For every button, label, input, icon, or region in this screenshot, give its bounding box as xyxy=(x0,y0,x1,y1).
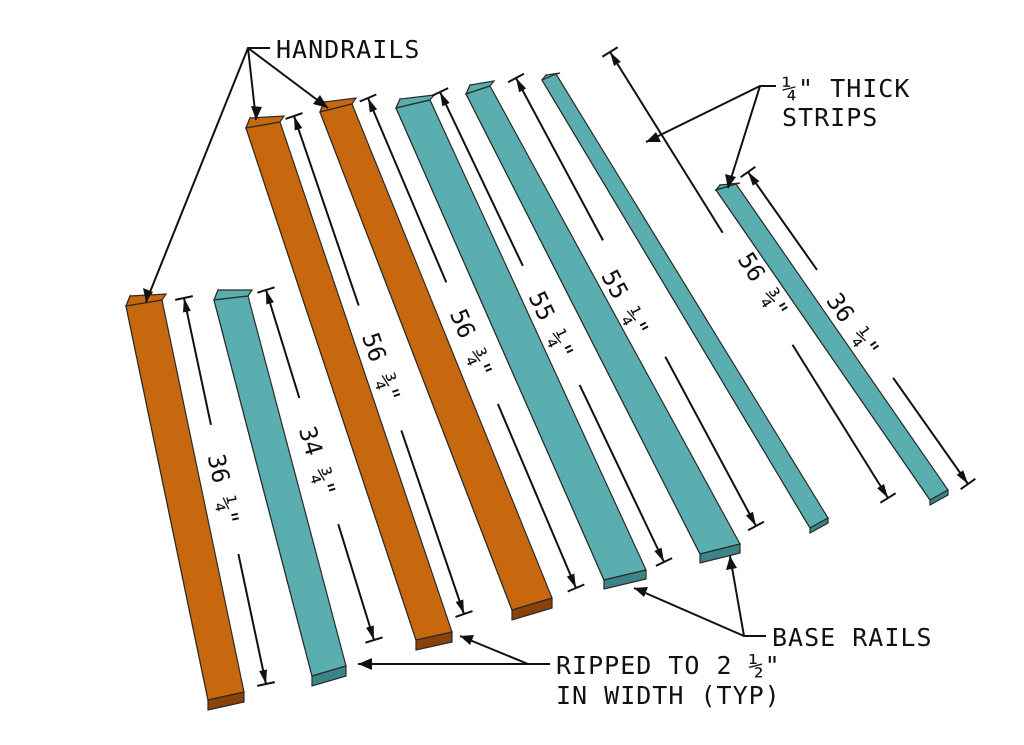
dimension-line xyxy=(439,91,524,267)
dimension-line xyxy=(609,51,724,234)
base-rails-leader-2 xyxy=(729,555,745,637)
handrails-leader-3 xyxy=(247,47,329,109)
dimension-arrowhead xyxy=(654,547,664,562)
dimension-line xyxy=(183,297,212,426)
handrails-label: HANDRAILS xyxy=(276,35,420,64)
board-bottom-face xyxy=(929,488,949,507)
dimension-label: 34 ¾" xyxy=(293,423,341,500)
arrowhead xyxy=(725,174,736,188)
dimension-line xyxy=(791,344,889,499)
ripped-label-line2: IN WIDTH (TYP) xyxy=(556,681,781,710)
dimension-line xyxy=(747,171,818,271)
strips-label-line1: ¼" THICK xyxy=(782,74,910,103)
arrowheads-layer xyxy=(143,95,737,670)
dimension-arrowhead xyxy=(516,78,527,93)
board-base-rail-long-1 xyxy=(394,94,647,590)
arrowhead xyxy=(358,658,372,670)
dimension-line xyxy=(892,377,969,485)
base-rails-label: BASE RAILS xyxy=(772,623,933,652)
arrowhead xyxy=(143,288,153,302)
dimension-line xyxy=(367,97,448,283)
arrowhead xyxy=(646,132,661,142)
strips-leader-2 xyxy=(727,85,761,189)
board-bottom-face xyxy=(415,631,453,651)
dimension-line xyxy=(337,523,375,641)
dimension-arrowhead xyxy=(956,470,968,484)
callouts-layer: HANDRAILS ¼" THICK STRIPS BASE RAILS RIP… xyxy=(276,35,933,710)
arrowhead xyxy=(251,106,262,120)
dimension-arrowhead xyxy=(745,511,756,526)
dimension-arrowhead xyxy=(294,116,303,131)
dimension-arrowhead xyxy=(368,98,378,113)
board-strip-short xyxy=(714,182,949,507)
board-bottom-face xyxy=(207,691,245,711)
board-bottom-face xyxy=(809,516,829,535)
dimension-arrowhead xyxy=(366,625,374,640)
board-strip-long xyxy=(541,72,829,535)
board-front-face xyxy=(715,183,949,501)
dimension-arrowhead xyxy=(610,52,621,66)
board-bottom-face xyxy=(699,543,741,564)
dimension-label: 36 ¼" xyxy=(202,452,244,528)
board-handrail-long-1 xyxy=(245,115,453,651)
arrowhead xyxy=(634,587,648,597)
arrowhead xyxy=(726,556,737,570)
dimension-arrowhead xyxy=(182,298,191,313)
dimension-line xyxy=(496,403,577,589)
board-bottom-face xyxy=(311,665,347,687)
dimension-arrowhead xyxy=(266,290,274,305)
ripped-label-line1: RIPPED TO 2 ½" xyxy=(556,651,781,680)
dimension-line xyxy=(664,356,757,527)
boards-layer xyxy=(125,72,949,711)
dimension-line xyxy=(237,553,267,685)
base-rails-leader-1 xyxy=(633,587,766,637)
ripped-leader-1 xyxy=(459,635,550,665)
board-base-rail-long-2 xyxy=(464,80,741,564)
dimension-arrowhead xyxy=(455,599,464,614)
dimension-arrowhead xyxy=(259,669,268,684)
dimension-arrowhead xyxy=(877,484,888,498)
arrowhead xyxy=(313,95,328,108)
dimension-line xyxy=(265,289,301,399)
board-base-rail-short xyxy=(213,288,347,687)
board-bottom-face xyxy=(603,569,647,590)
dimension-line xyxy=(578,384,665,563)
strips-label-line2: STRIPS xyxy=(782,103,878,132)
dimension-line xyxy=(293,115,360,306)
dimension-line xyxy=(400,430,465,615)
dimension-arrowhead xyxy=(566,573,576,588)
dimension-arrowhead xyxy=(748,172,760,186)
dimension-line xyxy=(515,77,604,241)
dimension-arrowhead xyxy=(440,92,450,107)
board-bottom-face xyxy=(511,597,553,621)
board-handrail-short xyxy=(125,293,245,711)
arrowhead xyxy=(460,635,474,645)
